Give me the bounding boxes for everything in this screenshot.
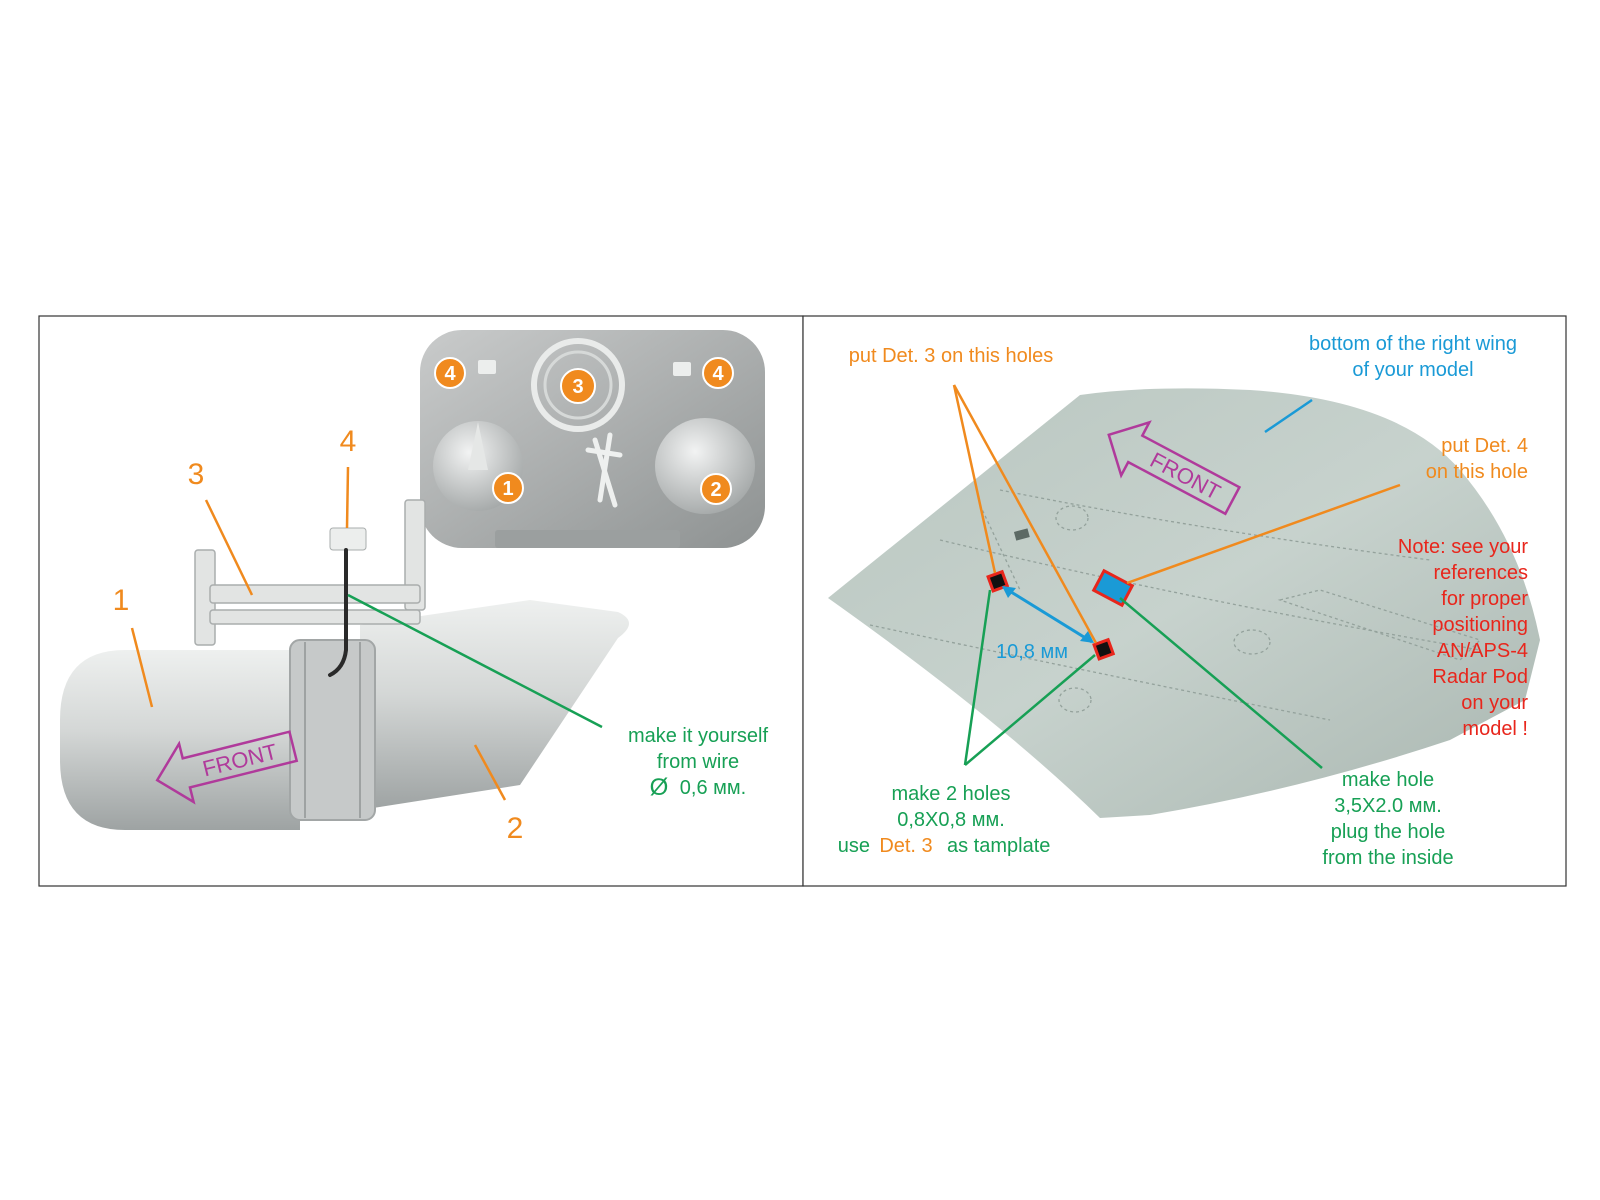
callout-2: 2: [473, 744, 524, 845]
wing-surface: [828, 388, 1540, 818]
pod-rear-body: [60, 650, 300, 830]
svg-text:make it yourself: make it yourself: [628, 725, 768, 747]
callout-1: 1: [113, 584, 154, 708]
part-1-tip: [468, 422, 488, 470]
wing: FRONT: [828, 388, 1540, 818]
svg-text:put Det. 4: put Det. 4: [1441, 435, 1528, 457]
wing-slot: [1013, 528, 1030, 541]
part-3-ring-inner: [543, 350, 613, 420]
svg-text:positioning: positioning: [1432, 614, 1528, 636]
mount-bracket: [194, 499, 426, 646]
svg-text:for proper: for proper: [1441, 588, 1528, 610]
svg-text:model !: model !: [1462, 718, 1528, 740]
svg-text:Ø: Ø: [650, 774, 669, 801]
hole-note: make hole 3,5X2.0 мм. plug the hole from…: [1119, 597, 1454, 869]
access-panel-2: [1233, 629, 1271, 655]
wire-note: make it yourself from wire Ø 0,6 мм.: [347, 593, 768, 801]
wire-leader-line: [347, 593, 603, 729]
svg-text:from wire: from wire: [657, 751, 739, 773]
sprue-badge-4-right: 4: [702, 357, 734, 389]
sprue-badge-2: 2: [700, 473, 732, 505]
svg-text:put Det. 3 on this holes: put Det. 3 on this holes: [849, 345, 1054, 367]
svg-text:4: 4: [444, 363, 456, 385]
svg-text:make 2 holes: make 2 holes: [892, 783, 1011, 805]
radar-pod: FRONT: [60, 499, 629, 830]
svg-text:Radar Pod: Radar Pod: [1432, 666, 1528, 688]
large-hole-marker: [1091, 568, 1135, 608]
svg-text:10,8 мм: 10,8 мм: [996, 641, 1068, 663]
access-panel-1: [1055, 505, 1089, 531]
det4-note: put Det. 4 on this hole: [1126, 435, 1528, 585]
part-3-ring: [531, 338, 625, 432]
part-4-right: [673, 362, 691, 376]
sprue-badge-3: 3: [560, 368, 596, 404]
svg-text:3,5X2.0 мм.: 3,5X2.0 мм.: [1334, 795, 1442, 817]
svg-text:0,8X0,8 мм.: 0,8X0,8 мм.: [897, 809, 1005, 831]
pod-band: [289, 639, 376, 821]
svg-text:1: 1: [502, 478, 513, 500]
svg-text:bottom of the right wing: bottom of the right wing: [1309, 333, 1517, 355]
svg-text:4: 4: [340, 425, 357, 458]
two-holes-note: make 2 holes 0,8X0,8 мм. use Det. 3 as t…: [838, 589, 1096, 857]
access-panel-3: [1058, 687, 1092, 713]
svg-text:on this hole: on this hole: [1426, 461, 1528, 483]
bracket-parts: [585, 432, 623, 508]
svg-text:references: references: [1434, 562, 1529, 584]
svg-text:use: use: [838, 835, 870, 857]
resin-sprue: 4 3 4 1 2: [420, 330, 765, 548]
callout-3: 3: [188, 458, 254, 596]
reference-note: Note: see your references for proper pos…: [1398, 536, 1528, 740]
svg-text:0,6 мм.: 0,6 мм.: [680, 777, 746, 799]
callout-4: 4: [340, 425, 357, 529]
svg-text:4: 4: [712, 363, 724, 385]
sprue-base: [495, 530, 680, 548]
distance-dimension: 10,8 мм: [996, 585, 1094, 663]
svg-text:3: 3: [572, 376, 583, 398]
svg-text:plug the hole: plug the hole: [1331, 821, 1446, 843]
wing-panel-lines: [869, 489, 1482, 721]
part-4-on-pod: [329, 527, 367, 551]
svg-text:make hole: make hole: [1342, 769, 1434, 791]
part-4-left: [478, 360, 496, 374]
pod-front-body: [360, 600, 629, 810]
svg-text:Det. 3: Det. 3: [879, 835, 932, 857]
det3-note: put Det. 3 on this holes: [849, 345, 1098, 644]
svg-text:Note: see your: Note: see your: [1398, 536, 1528, 558]
wire: [328, 548, 348, 677]
right-panel: FRONT 10,8 мм put Det. 3 on this holes b…: [802, 315, 1567, 887]
hole-b-marker: [1092, 637, 1116, 661]
svg-text:1: 1: [113, 584, 130, 617]
svg-text:on your: on your: [1461, 692, 1528, 714]
svg-text:2: 2: [710, 479, 721, 501]
svg-text:from the inside: from the inside: [1322, 847, 1453, 869]
svg-text:as tamplate: as tamplate: [947, 835, 1050, 857]
svg-text:2: 2: [507, 812, 524, 845]
svg-text:AN/APS-4: AN/APS-4: [1437, 640, 1528, 662]
left-panel: 4 3 4 1 2: [38, 315, 804, 887]
sprue-badge-4-left: 4: [434, 357, 466, 389]
sprue-badge-1: 1: [492, 472, 524, 504]
svg-text:of your model: of your model: [1352, 359, 1473, 381]
wing-note: bottom of the right wing of your model: [1264, 333, 1517, 434]
svg-text:3: 3: [188, 458, 205, 491]
